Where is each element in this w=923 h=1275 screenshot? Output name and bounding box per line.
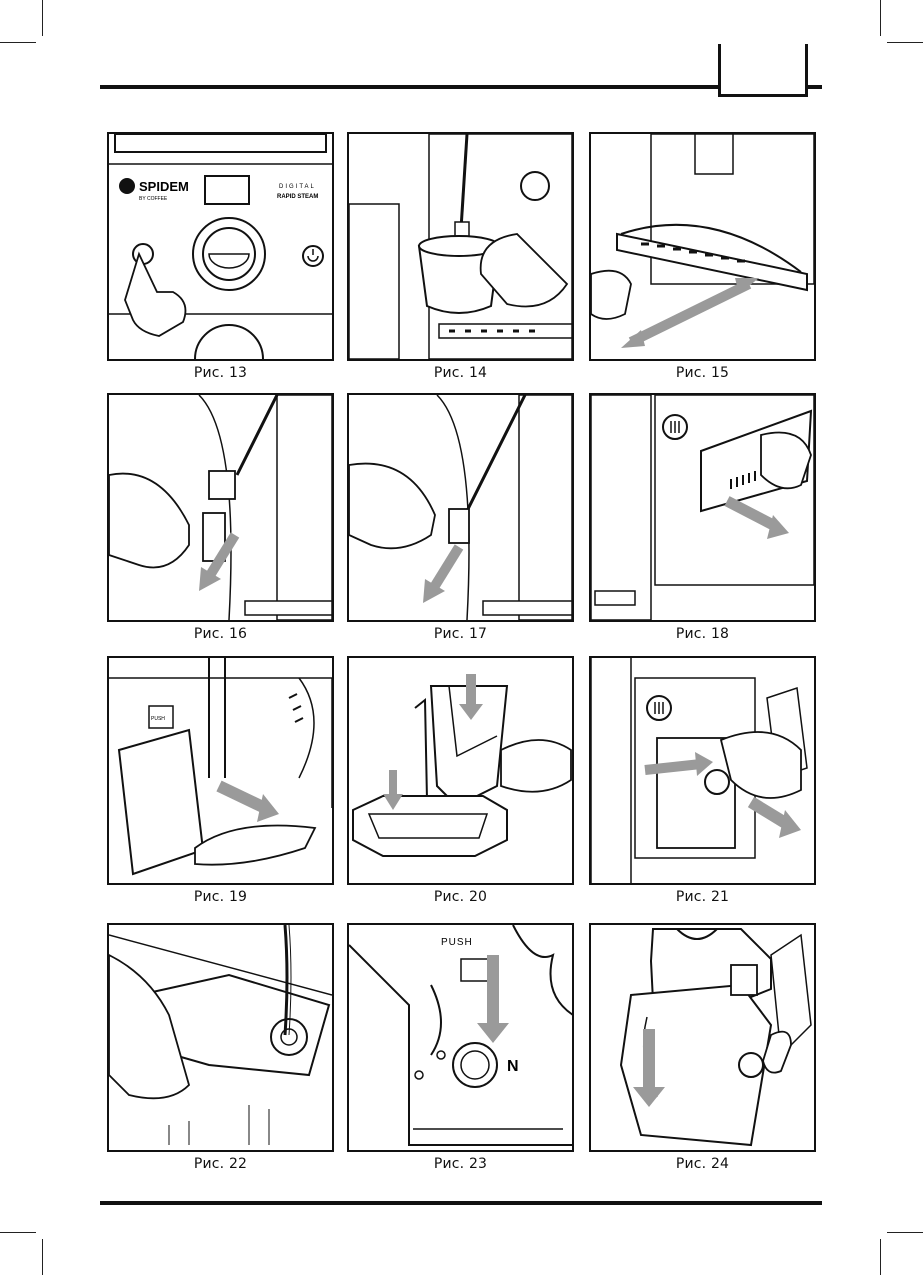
figure-caption: Рис. 23 [433, 1156, 488, 1172]
figure-panel [589, 656, 816, 885]
figure-23: PUSH N Рис. 23 [347, 923, 574, 1172]
figure-panel: PUSH N [347, 923, 574, 1152]
figure-14: Рис. 14 [347, 132, 574, 381]
figure-caption: Рис. 24 [675, 1156, 730, 1172]
figure-caption: Рис. 17 [433, 626, 488, 642]
figure-caption: Рис. 20 [433, 889, 488, 905]
figure-caption: Рис. 19 [193, 889, 248, 905]
crop-mark [0, 1232, 36, 1233]
figure-caption: Рис. 16 [193, 626, 248, 642]
figure-16: Рис. 16 [107, 393, 334, 642]
figure-20: Рис. 20 [347, 656, 574, 905]
illustration-control-panel: SPIDEM BY COFFEE DIGITAL RAPID STEAM [109, 134, 332, 359]
illustration-push-button: PUSH N [349, 925, 572, 1146]
illustration-steam-nozzle-removal [109, 395, 332, 620]
crop-mark [887, 1232, 923, 1233]
crop-mark [42, 0, 43, 36]
crop-mark [42, 1239, 43, 1275]
page-tab-box [718, 44, 808, 97]
illustration-milk-jug [349, 134, 572, 359]
figure-panel [107, 393, 334, 622]
illustration-door-open: PUSH [109, 658, 332, 876]
crop-mark [880, 1239, 881, 1275]
figure-18: Рис. 18 [589, 393, 816, 642]
figure-panel [347, 132, 574, 361]
figure-21: Рис. 21 [589, 656, 816, 905]
brand-logo-text: SPIDEM [139, 179, 189, 194]
figure-17: Рис. 17 [347, 393, 574, 642]
crop-mark [887, 42, 923, 43]
model-line-1: DIGITAL [279, 184, 316, 190]
brand-logo-sub: BY COFFEE [139, 196, 168, 202]
model-line-2: RAPID STEAM [277, 194, 318, 200]
n-mark-label: N [507, 1058, 519, 1075]
illustration-side-panel [591, 395, 814, 620]
illustration-brew-unit-reset [619, 928, 812, 1147]
figure-24: Рис. 24 [589, 923, 816, 1172]
figure-caption: Рис. 14 [433, 365, 488, 381]
figure-panel: PUSH [107, 656, 334, 885]
header-rule [100, 85, 822, 89]
figure-19: PUSH Рис. 19 [107, 656, 334, 905]
crop-mark [0, 42, 36, 43]
figure-caption: Рис. 13 [193, 365, 248, 381]
figure-caption: Рис. 22 [193, 1156, 248, 1172]
crop-mark [880, 0, 881, 36]
illustration-brew-unit-removal [591, 658, 808, 883]
figure-13: SPIDEM BY COFFEE DIGITAL RAPID STEAM Рис… [107, 132, 334, 381]
push-label: PUSH [151, 716, 165, 722]
figure-panel: SPIDEM BY COFFEE DIGITAL RAPID STEAM [107, 132, 334, 361]
illustration-rinse-unit [109, 925, 332, 1145]
figure-panel [589, 923, 816, 1152]
illustration-grounds-container [352, 674, 572, 857]
figure-caption: Рис. 15 [675, 365, 730, 381]
figure-panel [347, 656, 574, 885]
figure-22: Рис. 22 [107, 923, 334, 1172]
figure-panel [347, 393, 574, 622]
figure-panel [589, 132, 816, 361]
figure-15: Рис. 15 [589, 132, 816, 381]
illustration-drip-tray [591, 134, 814, 348]
footer-rule [100, 1201, 822, 1205]
figure-panel [589, 393, 816, 622]
illustration-steam-tube [349, 395, 572, 620]
figure-caption: Рис. 18 [675, 626, 730, 642]
figure-caption: Рис. 21 [675, 889, 730, 905]
push-label: PUSH [441, 937, 473, 948]
figure-panel [107, 923, 334, 1152]
